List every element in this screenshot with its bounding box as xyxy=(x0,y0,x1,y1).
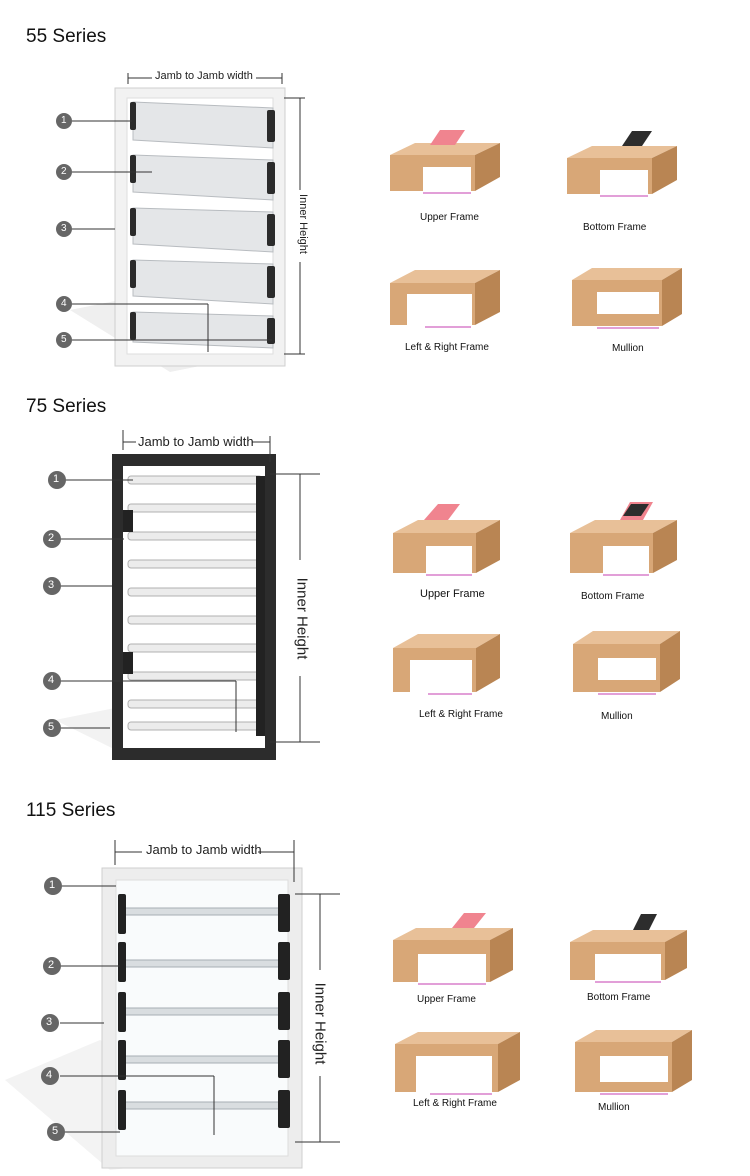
callout-3: 3 xyxy=(48,579,55,591)
profile-label: Bottom Frame xyxy=(583,222,647,233)
series-55-section: 55 Series xyxy=(0,0,750,380)
callout-4: 4 xyxy=(46,1069,53,1081)
profile-label: Bottom Frame xyxy=(581,591,645,602)
profile-mullion xyxy=(567,262,687,332)
callout-1: 1 xyxy=(61,115,67,126)
profile-label: Left & Right Frame xyxy=(405,342,489,353)
callout-2: 2 xyxy=(61,166,67,177)
profile-mullion xyxy=(570,1026,700,1098)
jamb-width-label: Jamb to Jamb width xyxy=(155,70,253,82)
window-illustration-115 xyxy=(5,840,340,1170)
profile-bottom-frame xyxy=(565,498,685,578)
callout-2: 2 xyxy=(48,959,55,971)
profile-left-right-frame xyxy=(388,626,508,698)
series-title: 115 Series xyxy=(26,800,116,821)
profile-label: Upper Frame xyxy=(417,994,476,1005)
profile-label: Mullion xyxy=(598,1102,630,1113)
profile-upper-frame xyxy=(385,125,505,195)
profile-label: Upper Frame xyxy=(420,212,479,223)
callout-1: 1 xyxy=(53,473,60,485)
callout-2: 2 xyxy=(48,532,55,544)
profile-bottom-frame xyxy=(565,910,695,985)
series-title: 55 Series xyxy=(26,26,107,47)
callout-5: 5 xyxy=(52,1125,59,1137)
profile-left-right-frame xyxy=(390,1026,530,1098)
profile-label: Mullion xyxy=(612,343,644,354)
profile-left-right-frame xyxy=(385,258,505,330)
callout-1: 1 xyxy=(49,879,56,891)
callout-5: 5 xyxy=(61,334,67,345)
jamb-width-label: Jamb to Jamb width xyxy=(138,434,254,449)
callout-3: 3 xyxy=(61,223,67,234)
profile-upper-frame xyxy=(388,498,508,578)
series-title: 75 Series xyxy=(26,396,107,417)
profile-label: Upper Frame xyxy=(420,588,485,600)
profile-mullion xyxy=(568,626,688,698)
inner-height-label: Inner Height xyxy=(311,982,329,1065)
profile-label: Mullion xyxy=(601,711,633,722)
window-illustration-75 xyxy=(43,430,320,760)
profile-label: Left & Right Frame xyxy=(419,709,503,720)
window-illustration-55 xyxy=(56,70,305,372)
inner-height-label: Inner Height xyxy=(297,194,309,254)
profile-bottom-frame xyxy=(562,128,682,198)
profile-label: Bottom Frame xyxy=(587,992,651,1003)
jamb-width-label: Jamb to Jamb width xyxy=(146,842,262,857)
inner-height-label: Inner Height xyxy=(293,577,311,660)
callout-4: 4 xyxy=(48,674,55,686)
profile-upper-frame xyxy=(388,908,518,988)
series-75-section: 75 Series xyxy=(0,390,750,790)
profile-label: Left & Right Frame xyxy=(413,1098,497,1109)
callout-4: 4 xyxy=(61,298,67,309)
callout-3: 3 xyxy=(46,1016,53,1028)
callout-5: 5 xyxy=(48,721,55,733)
series-115-section: 115 Series xyxy=(0,790,750,1176)
